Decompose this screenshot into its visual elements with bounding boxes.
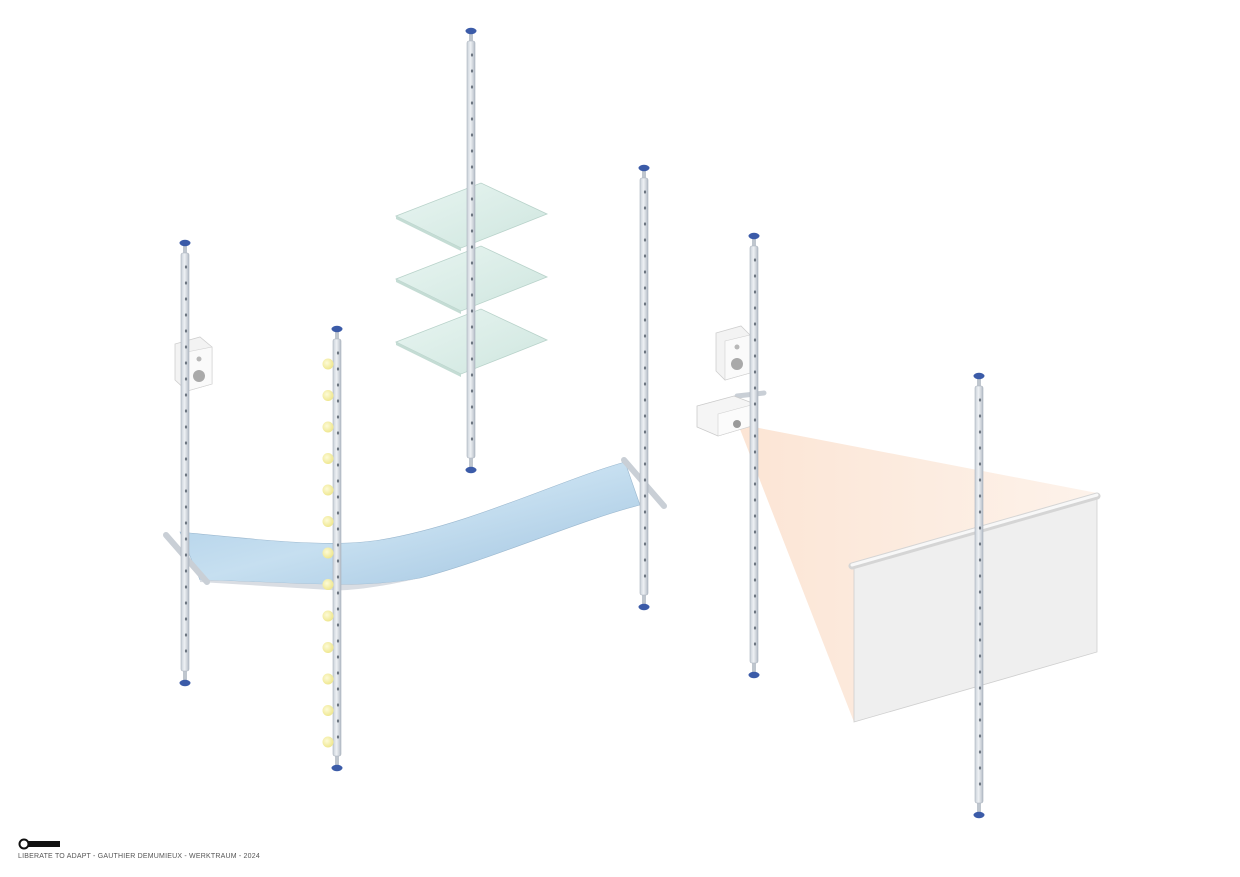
footer-caption: LIBERATE TO ADAPT - GAUTHIER DEMUMIEUX -… bbox=[18, 853, 260, 860]
light-bulb bbox=[322, 390, 334, 401]
poles-layer bbox=[179, 27, 985, 819]
pole-hammock-right bbox=[638, 164, 650, 611]
pole-screen bbox=[973, 372, 985, 819]
light-bulb bbox=[322, 736, 334, 748]
pole-left bbox=[179, 239, 191, 687]
pole-shelves bbox=[465, 27, 477, 474]
light-bulb bbox=[322, 516, 334, 527]
light-bulb bbox=[322, 642, 334, 653]
light-bulb bbox=[322, 610, 334, 622]
string-lights bbox=[322, 358, 334, 748]
light-bulb bbox=[322, 358, 334, 370]
key-icon bbox=[18, 838, 60, 850]
light-bulb bbox=[322, 579, 334, 590]
light-bulb bbox=[322, 484, 334, 496]
light-bulb bbox=[322, 421, 334, 433]
speaker-left bbox=[174, 336, 213, 392]
light-bulb bbox=[322, 705, 334, 716]
pole-lights bbox=[331, 325, 343, 772]
pole-projector bbox=[748, 232, 760, 679]
light-bulb bbox=[322, 453, 334, 464]
light-bulb bbox=[322, 547, 334, 559]
hammock bbox=[163, 457, 667, 591]
speaker-right bbox=[715, 325, 751, 381]
light-bulb bbox=[322, 673, 334, 685]
